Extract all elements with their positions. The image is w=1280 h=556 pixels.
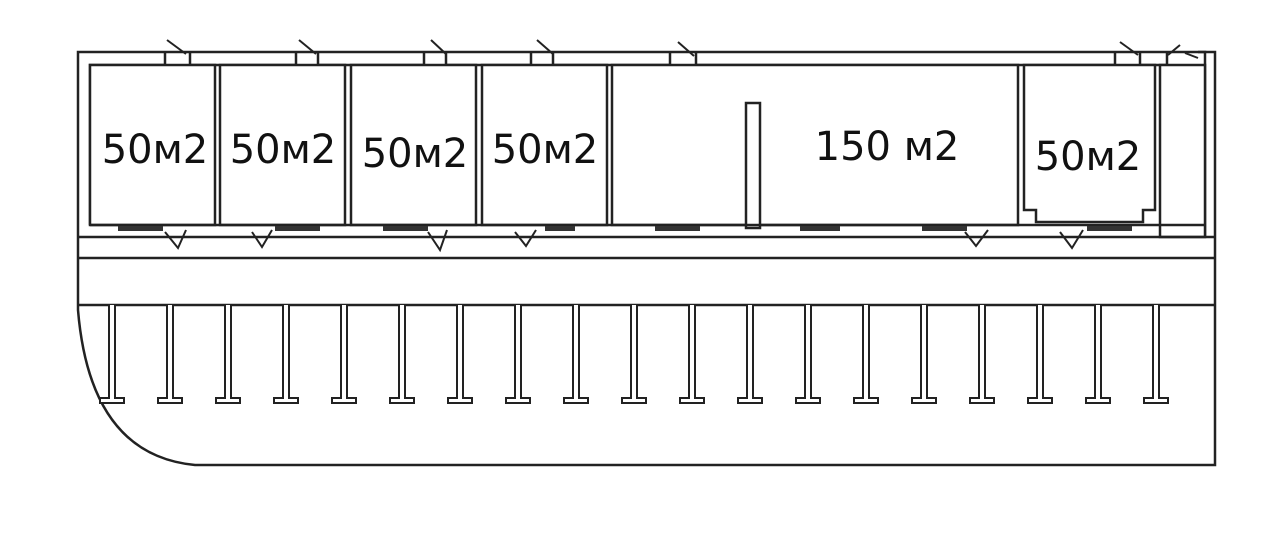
room-3 [349, 63, 478, 227]
parking-divider [215, 305, 241, 404]
room-3-label: 50м2 [362, 131, 469, 177]
parking-divider [389, 305, 415, 404]
room-6 [1022, 63, 1157, 224]
parking-posts [99, 305, 1169, 404]
driveway [78, 256, 1215, 307]
parking-divider [157, 305, 183, 404]
rear-doors [166, 39, 1199, 59]
room-1-label: 50м2 [102, 127, 209, 173]
front-wall [78, 223, 1215, 239]
room-5 [610, 63, 1020, 227]
parking-divider [273, 305, 299, 404]
parking-divider [1143, 305, 1169, 404]
parking-divider [331, 305, 357, 404]
parking-divider [99, 305, 125, 404]
room-2-label: 50м2 [230, 127, 337, 173]
parking-divider [679, 305, 705, 404]
parking-divider [505, 305, 531, 404]
outer-wall [76, 50, 1217, 467]
parking-divider [911, 305, 937, 404]
front-doors [164, 229, 1084, 253]
parking-divider [795, 305, 821, 404]
stair-room [1158, 63, 1207, 239]
parking-divider [969, 305, 995, 404]
parking-divider [1085, 305, 1111, 404]
parking-divider [737, 305, 763, 404]
parking-divider [563, 305, 589, 404]
room-1 [88, 63, 217, 227]
parking-divider [853, 305, 879, 404]
room-6-label: 50м2 [1035, 134, 1142, 180]
parking-divider [621, 305, 647, 404]
room-4-label: 50м2 [492, 127, 599, 173]
room-5-label: 150 м2 [815, 124, 960, 170]
windows [118, 226, 1132, 231]
room-4 [480, 63, 609, 227]
parking-divider [1027, 305, 1053, 404]
parking-divider [447, 305, 473, 404]
partition-wall [744, 101, 762, 230]
